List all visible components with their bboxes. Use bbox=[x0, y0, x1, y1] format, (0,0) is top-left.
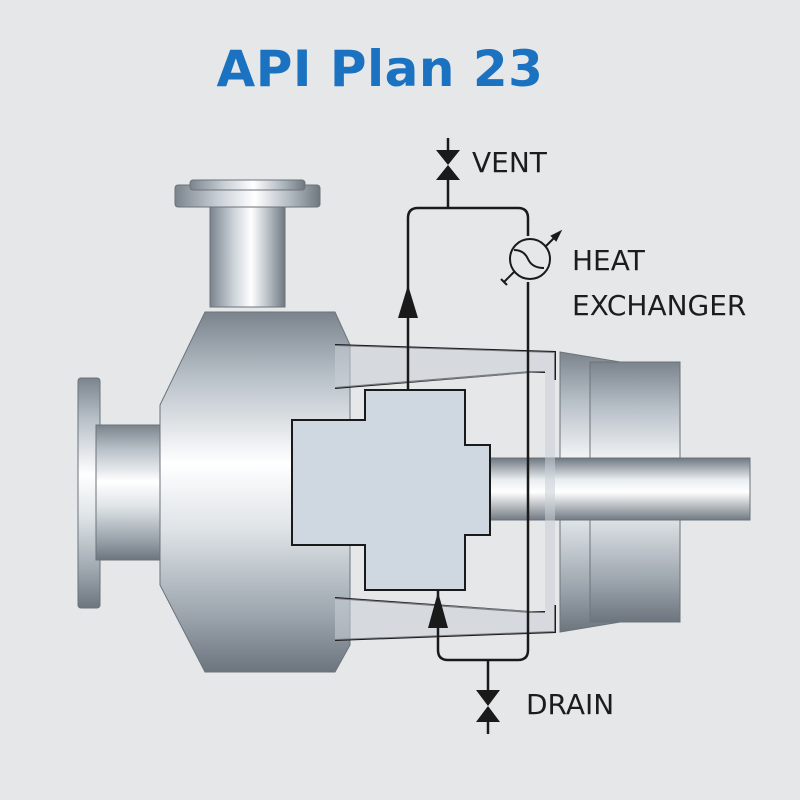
heat-exchanger-icon bbox=[500, 229, 563, 286]
seal-chamber bbox=[291, 389, 491, 591]
pump-casing bbox=[159, 311, 351, 673]
heat-exchanger-label-line2: EXCHANGER bbox=[572, 289, 747, 322]
vent-label: VENT bbox=[472, 146, 547, 179]
suction-flange bbox=[77, 377, 167, 609]
drain-label: DRAIN bbox=[526, 688, 615, 721]
gate-valve-icon bbox=[476, 690, 500, 734]
page-title: API Plan 23 bbox=[216, 40, 544, 98]
outlet-nozzle bbox=[174, 179, 321, 308]
heat-exchanger-label-line1: HEAT bbox=[572, 244, 645, 277]
pump-shaft bbox=[479, 457, 751, 521]
gate-valve-icon bbox=[436, 138, 460, 180]
flow-arrow-icon bbox=[398, 285, 418, 318]
flow-arrow-icon bbox=[428, 592, 448, 628]
circulation-loop bbox=[406, 206, 530, 662]
